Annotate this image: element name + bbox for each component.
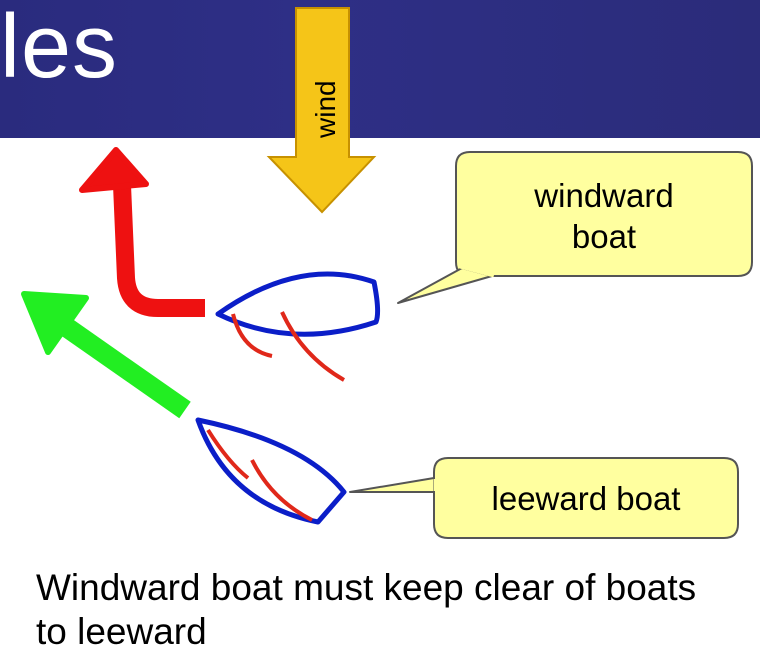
slide-title: les (0, 0, 119, 97)
red-turn-arrow-icon (79, 147, 205, 317)
windward-boat-icon (215, 271, 381, 382)
windward-callout (397, 151, 753, 304)
wind-label: wind (310, 80, 341, 139)
caption-text: Windward boat must keep clear of boats t… (36, 567, 697, 653)
leeward-boat-icon (195, 417, 347, 525)
windward-callout-text: windward boat (534, 177, 674, 256)
leeward-callout (349, 457, 739, 539)
slide-header: les (0, 0, 760, 138)
green-course-arrow-icon (21, 291, 191, 419)
wind-arrow-icon (266, 7, 377, 214)
leeward-callout-text: leeward boat (491, 480, 681, 517)
